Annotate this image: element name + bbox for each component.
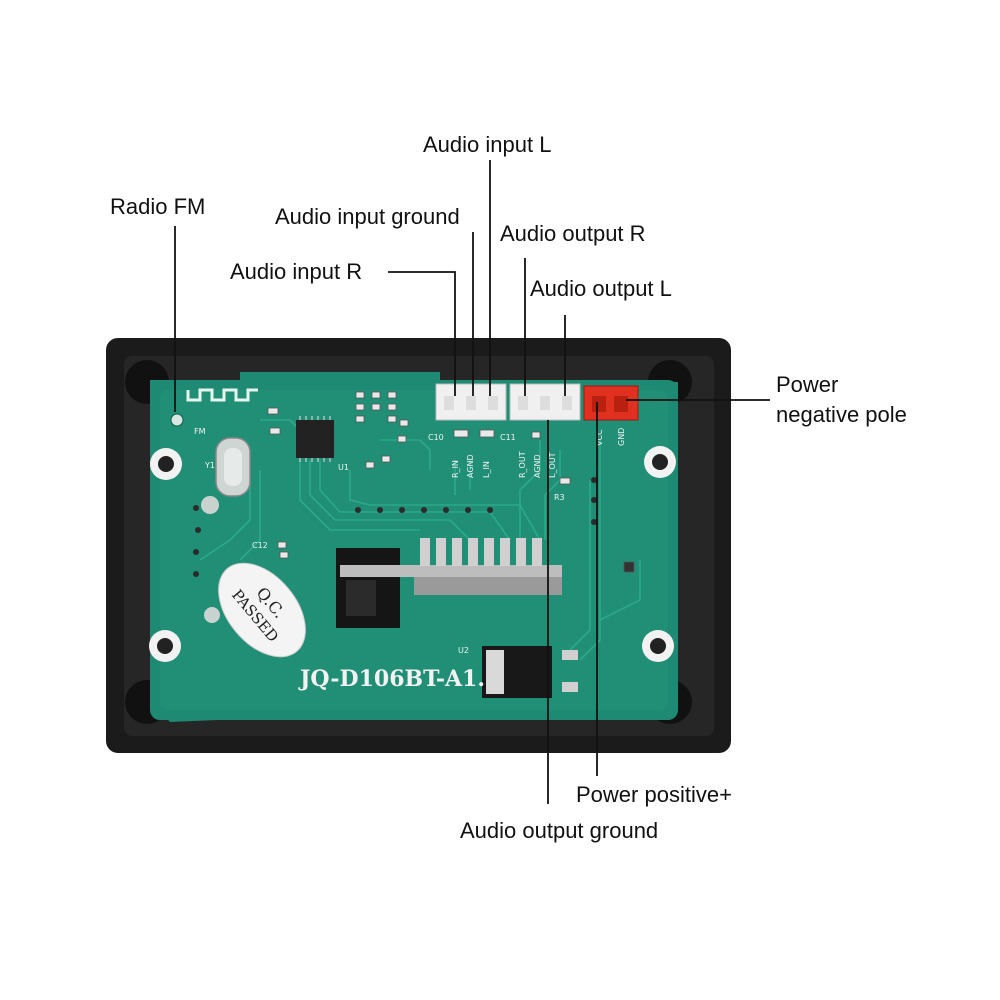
pin-label: L_IN — [482, 461, 491, 478]
label-power-positive: Power positive+ — [576, 782, 732, 807]
pin-labels: R_IN AGND L_IN R_OUT AGND L_OUT VCC GND — [451, 428, 626, 478]
silk-fm: FM — [194, 427, 206, 436]
antenna-trace — [186, 388, 258, 402]
leader-audio-input-r — [388, 271, 456, 396]
power-connector — [583, 385, 639, 421]
board-model-label: JQ-D106BT-A1. — [298, 666, 485, 692]
fm-antenna-pad — [170, 413, 184, 427]
crystal-y1 — [215, 437, 251, 497]
pin-label: L_OUT — [548, 452, 557, 478]
silk-u2: U2 — [458, 646, 469, 655]
pin-label: AGND — [466, 454, 475, 478]
pad-round — [204, 607, 220, 623]
label-audio-output-ground: Audio output ground — [460, 818, 659, 843]
silk-u1: U1 — [338, 463, 349, 472]
pcb-board: Q.C. PASSED JQ-D106BT-A1. FM Y1 U1 U2 R3… — [149, 372, 678, 722]
label-audio-input-l: Audio input L — [423, 132, 552, 157]
label-audio-output-l: Audio output L — [530, 276, 672, 301]
label-power-negative-line2: negative pole — [776, 402, 907, 427]
label-audio-output-r: Audio output R — [500, 221, 646, 246]
sd-card-slot — [336, 538, 562, 628]
pin-label: R_IN — [451, 460, 460, 478]
pin-label: R_OUT — [518, 451, 527, 478]
silk-c11: C11 — [500, 433, 516, 442]
label-power-negative-line1: Power — [776, 372, 839, 397]
board-screws — [149, 446, 676, 662]
pin-label: VCC — [595, 429, 604, 446]
audio-output-connector — [509, 383, 581, 421]
silkscreen-labels: FM Y1 U1 U2 R3 C10 C11 C12 — [194, 427, 565, 655]
label-audio-input-ground: Audio input ground — [275, 204, 460, 229]
voltage-regulator — [482, 646, 578, 698]
via-holes — [193, 477, 597, 577]
main-chip — [296, 416, 334, 462]
silk-y1: Y1 — [204, 461, 215, 470]
label-audio-input-r: Audio input R — [230, 259, 363, 284]
pad-round — [201, 496, 219, 514]
label-radio-fm: Radio FM — [110, 194, 206, 219]
silk-c10: C10 — [428, 433, 444, 442]
audio-input-connector — [435, 383, 507, 421]
pin-label: GND — [617, 428, 626, 446]
label-power-negative: Power negative pole — [776, 370, 907, 430]
leader-lines — [174, 160, 770, 804]
pcb-traces — [199, 419, 641, 661]
silk-c12: C12 — [252, 541, 268, 550]
smd-components — [267, 391, 635, 573]
pin-label: AGND — [533, 454, 542, 478]
silk-r3: R3 — [554, 493, 565, 502]
